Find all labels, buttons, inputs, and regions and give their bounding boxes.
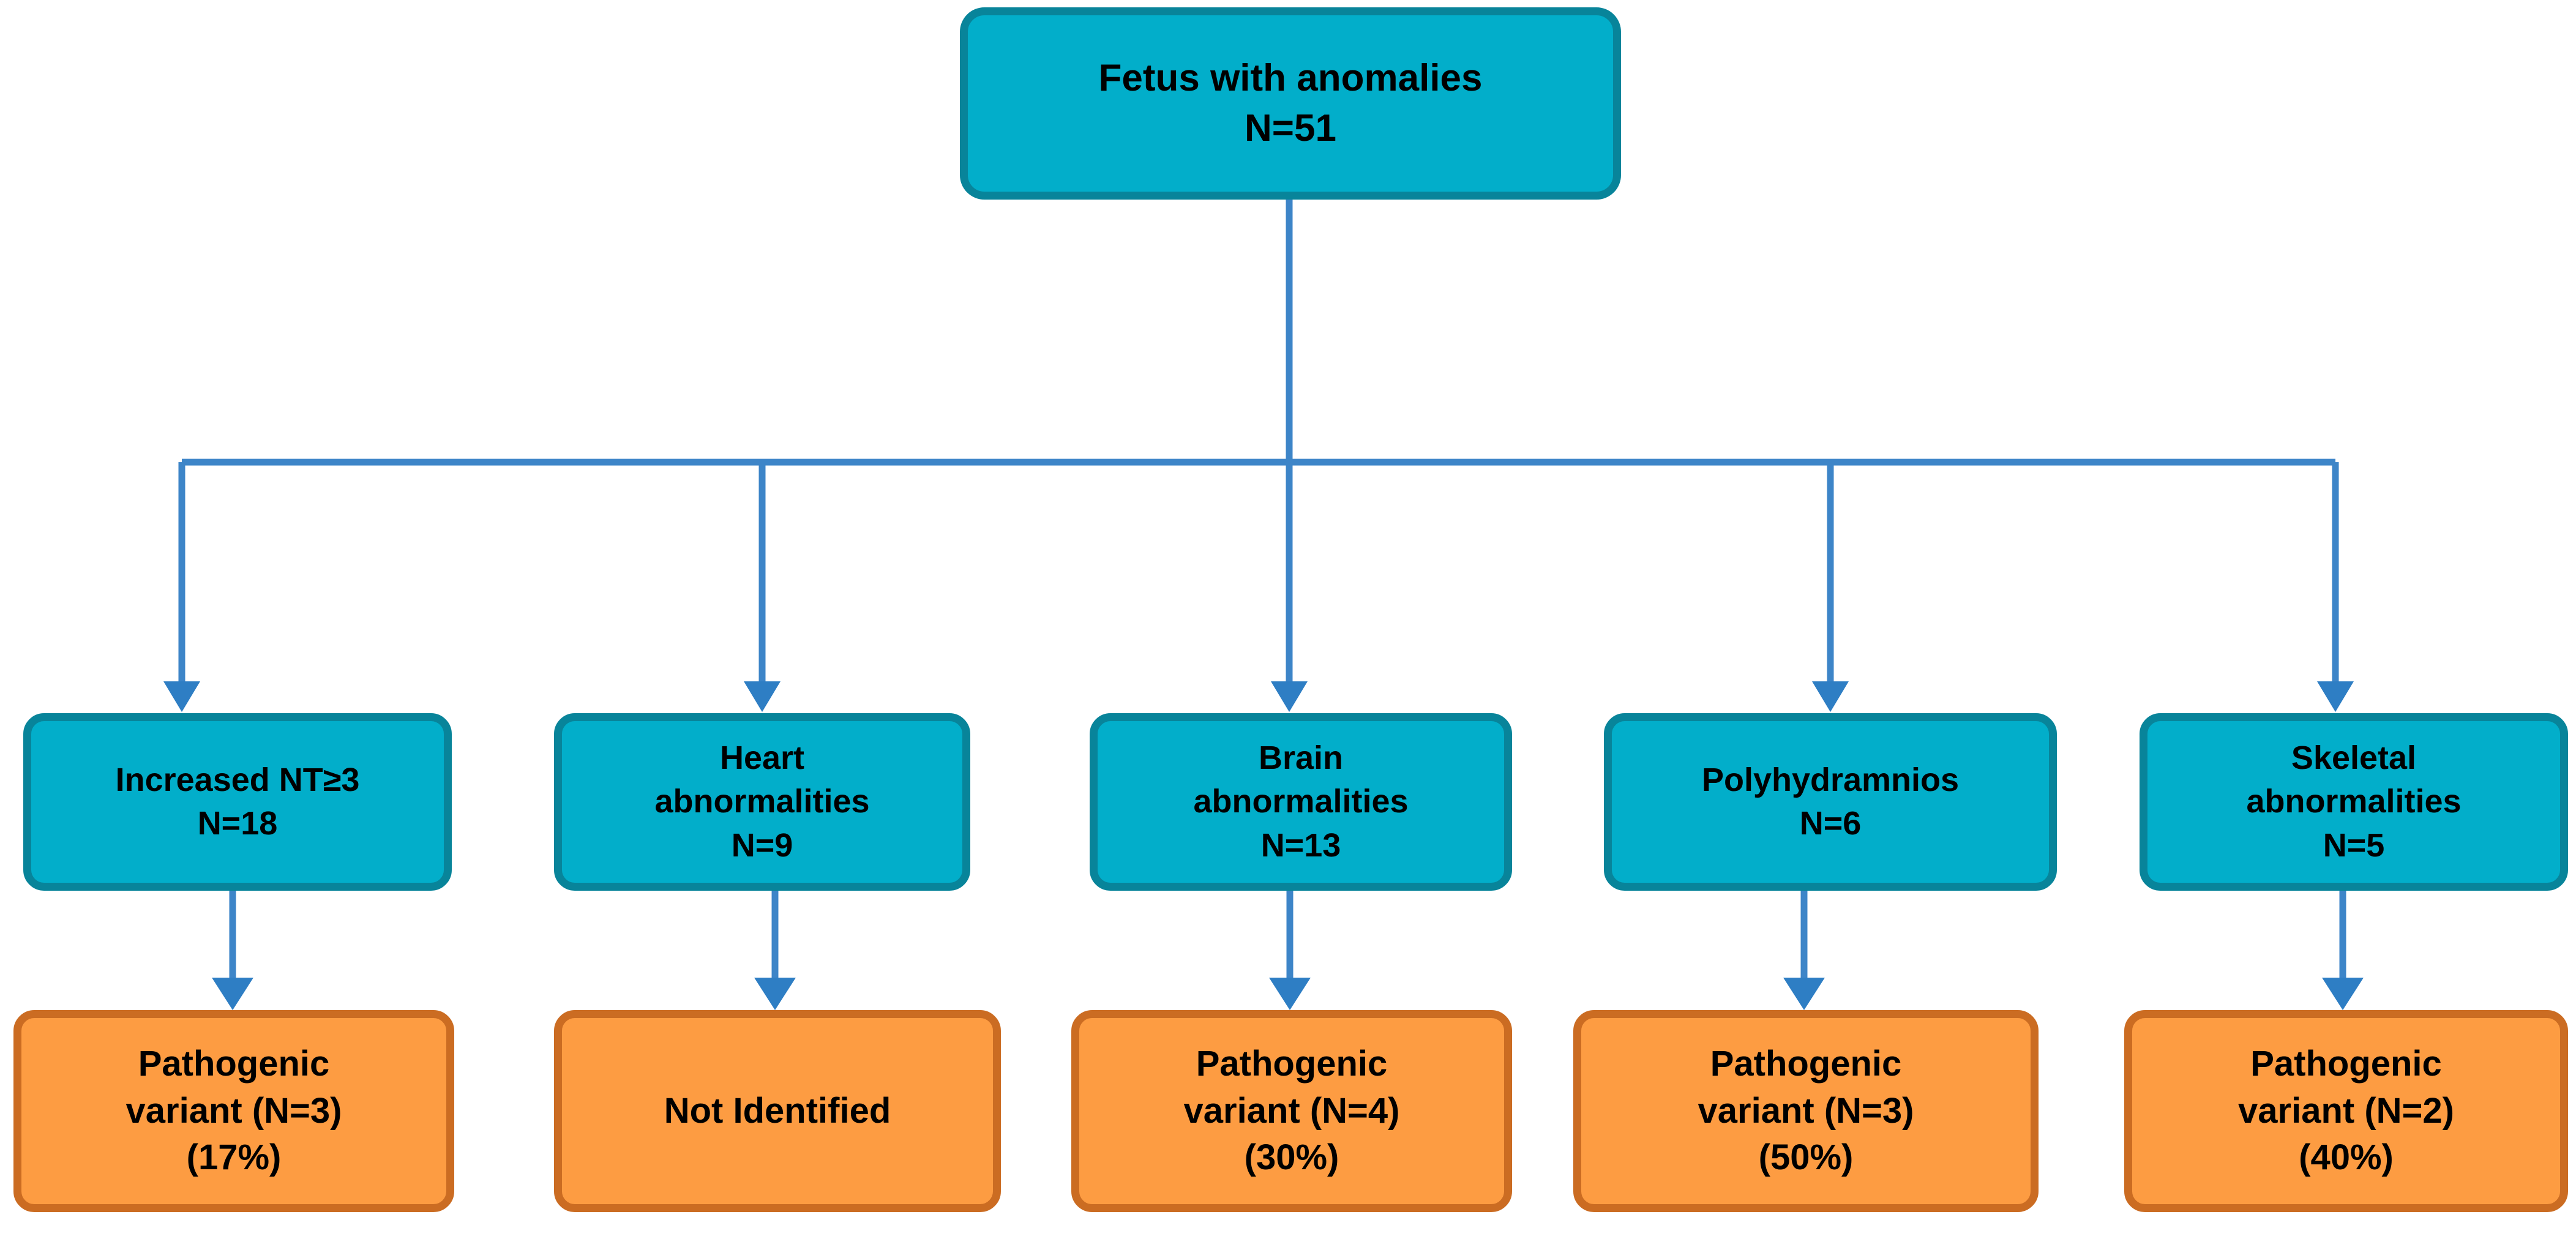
node-skeletal-line3: N=5 (2323, 826, 2385, 864)
node-outcome-increased-nt[interactable]: Pathogenic variant (N=3) (17%) (13, 1010, 454, 1212)
node-brain-line2: abnormalities (1193, 783, 1409, 820)
node-outcome-polyhydramnios[interactable]: Pathogenic variant (N=3) (50%) (1573, 1010, 2039, 1212)
arrowhead-heart (744, 681, 781, 712)
outcome-poly-line3: (50%) (1758, 1137, 1854, 1178)
node-root-label-line1: Fetus with anomalies (1098, 57, 1483, 100)
node-heart-line1: Heart (719, 740, 805, 777)
outcome-skeletal-line3: (40%) (2299, 1137, 2394, 1178)
outcome-nt-line2: variant (N=3) (125, 1090, 342, 1131)
arrowhead-nt (163, 681, 200, 712)
node-root-label-line2: N=51 (1245, 107, 1336, 149)
outcome-heart-line1: Not Identified (664, 1090, 891, 1131)
arrowhead-p1 (212, 978, 253, 1010)
node-poly-line3: N=6 (1799, 805, 1862, 842)
node-heart-abnormalities[interactable]: Heart abnormalities N=9 (554, 713, 970, 891)
node-outcome-brain[interactable]: Pathogenic variant (N=4) (30%) (1071, 1010, 1512, 1212)
node-heart-line2: abnormalities (654, 783, 870, 820)
node-brain-abnormalities[interactable]: Brain abnormalities N=13 (1090, 713, 1512, 891)
outcome-poly-line1: Pathogenic (1710, 1044, 1902, 1084)
node-skeletal-line1: Skeletal (2291, 740, 2417, 777)
outcome-brain-line3: (30%) (1244, 1137, 1339, 1178)
node-brain-line1: Brain (1258, 740, 1344, 777)
arrowhead-p5 (2322, 978, 2364, 1010)
outcome-poly-line2: variant (N=3) (1698, 1090, 1914, 1131)
arrowhead-skeletal (2317, 681, 2354, 712)
outcome-skeletal-line1: Pathogenic (2250, 1044, 2442, 1084)
outcome-brain-line1: Pathogenic (1196, 1044, 1388, 1084)
arrowhead-p3 (1269, 978, 1311, 1010)
node-fetus-with-anomalies[interactable]: Fetus with anomalies N=51 (960, 7, 1621, 200)
node-polyhydramnios[interactable]: Polyhydramnios N=6 (1604, 713, 2057, 891)
node-outcome-skeletal[interactable]: Pathogenic variant (N=2) (40%) (2124, 1010, 2568, 1212)
outcome-nt-line3: (17%) (186, 1137, 282, 1178)
node-skeletal-abnormalities[interactable]: Skeletal abnormalities N=5 (2140, 713, 2568, 891)
node-brain-line3: N=13 (1260, 826, 1341, 864)
node-heart-line3: N=9 (731, 826, 793, 864)
outcome-nt-line1: Pathogenic (138, 1044, 330, 1084)
node-outcome-heart[interactable]: Not Identified (554, 1010, 1001, 1212)
node-skeletal-line2: abnormalities (2246, 783, 2462, 820)
arrowhead-poly (1812, 681, 1849, 712)
node-increased-nt-line3: N=18 (197, 805, 278, 842)
node-increased-nt-line1: Increased NT≥3 (115, 761, 360, 798)
outcome-brain-line2: variant (N=4) (1183, 1090, 1400, 1131)
node-increased-nt[interactable]: Increased NT≥3 N=18 (23, 713, 452, 891)
arrowhead-brain (1271, 681, 1308, 712)
node-poly-line1: Polyhydramnios (1701, 761, 1960, 798)
arrowhead-p4 (1783, 978, 1825, 1010)
arrowhead-p2 (754, 978, 796, 1010)
outcome-skeletal-line2: variant (N=2) (2238, 1090, 2454, 1131)
